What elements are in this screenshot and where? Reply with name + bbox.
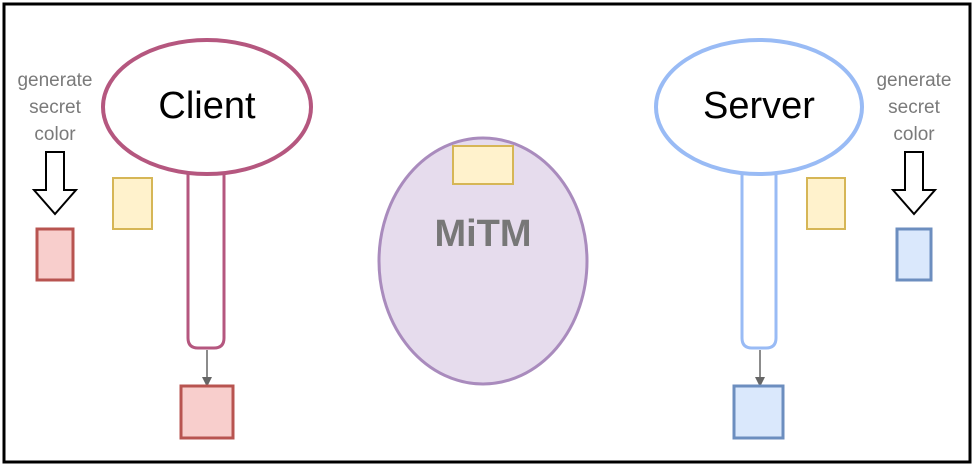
server-shared-color: [806, 177, 846, 230]
client-pipe: [186, 170, 226, 350]
mitm-label: MiTM: [434, 213, 531, 255]
server-mixed-color: [732, 384, 785, 440]
client-node: [101, 38, 313, 176]
server-down-arrow-icon: [890, 151, 938, 216]
server-secret-color: [895, 227, 933, 282]
server-annotation-line-3: color: [893, 124, 935, 145]
client-annotation-line-1: generate: [17, 70, 92, 91]
server-annotation-line-2: secret: [888, 97, 940, 118]
client-label: Client: [158, 85, 256, 127]
client-mixed-color: [179, 384, 235, 440]
client-down-arrow-icon: [31, 151, 79, 216]
client-secret-color: [35, 227, 75, 282]
server-node: [654, 38, 864, 176]
server-annotation-line-1: generate: [876, 70, 951, 91]
client-annotation-line-3: color: [34, 124, 76, 145]
client-shared-color: [112, 177, 153, 230]
client-annotation-line-2: secret: [29, 97, 81, 118]
server-label: Server: [703, 85, 815, 127]
mitm-node: [377, 136, 589, 386]
mitm-shared-color: [452, 145, 514, 185]
server-pipe: [740, 170, 778, 350]
